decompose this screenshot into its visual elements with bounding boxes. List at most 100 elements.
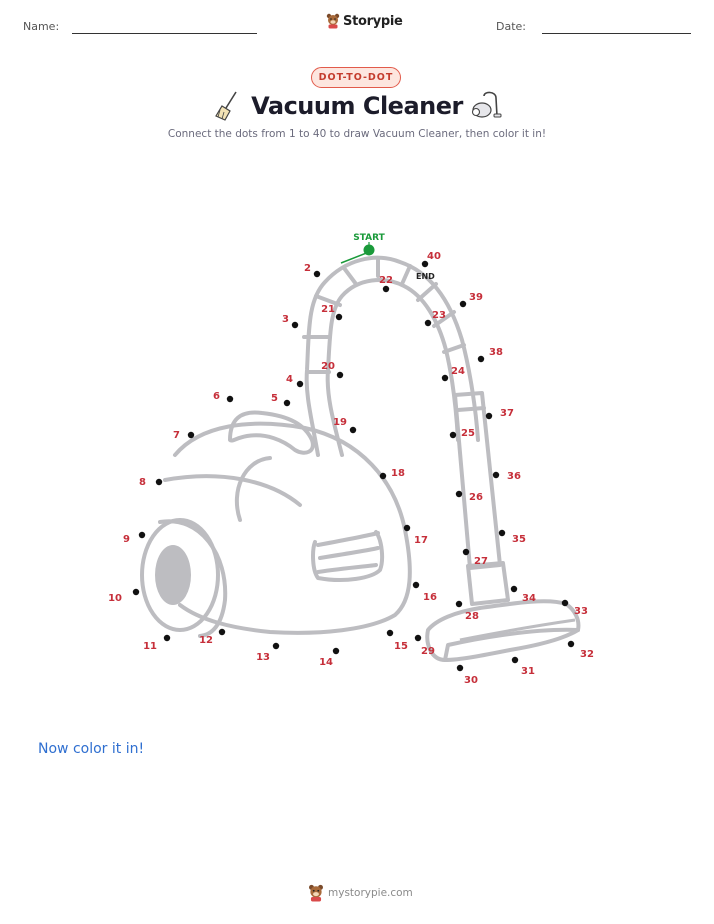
dot-37 <box>485 412 493 420</box>
footer-bear-icon <box>309 884 323 902</box>
end-label: END <box>416 272 435 281</box>
dot-label-30: 30 <box>464 675 478 686</box>
broom-icon <box>215 91 237 121</box>
dot-34 <box>510 585 518 593</box>
dot-33 <box>561 599 569 607</box>
dot-label-29: 29 <box>421 646 435 657</box>
date-line[interactable] <box>542 33 691 34</box>
dot-22 <box>382 285 390 293</box>
dot-13 <box>272 642 280 650</box>
dot-label-40: 40 <box>427 251 441 262</box>
dot-20 <box>336 371 344 379</box>
dot-15 <box>386 629 394 637</box>
activity-badge: DOT-TO-DOT <box>311 67 401 88</box>
color-prompt: Now color it in! <box>38 741 145 757</box>
dot-label-27: 27 <box>474 556 488 567</box>
dot-18 <box>379 472 387 480</box>
dot-7 <box>187 431 195 439</box>
dot-label-36: 36 <box>507 471 521 482</box>
dot-31 <box>511 656 519 664</box>
dot-9 <box>138 531 146 539</box>
dot-17 <box>403 524 411 532</box>
dot-label-37: 37 <box>500 408 514 419</box>
dot-28 <box>455 600 463 608</box>
page-subtitle: Connect the dots from 1 to 40 to draw Va… <box>167 128 547 140</box>
dot-label-16: 16 <box>423 592 437 603</box>
footer: mystorypie.com <box>308 884 413 902</box>
dot-label-12: 12 <box>199 635 213 646</box>
dot-16 <box>412 581 420 589</box>
dot-11 <box>163 634 171 642</box>
dot-label-14: 14 <box>319 657 333 668</box>
dot-label-22: 22 <box>379 275 393 286</box>
dot-23 <box>424 319 432 327</box>
dot-1 <box>363 244 375 256</box>
dot-5 <box>283 399 291 407</box>
dot-14 <box>332 647 340 655</box>
dot-39 <box>459 300 467 308</box>
dot-29 <box>414 634 422 642</box>
dot-label-5: 5 <box>271 393 278 404</box>
dot-27 <box>462 548 470 556</box>
dot-32 <box>567 640 575 648</box>
dot-30 <box>456 664 464 672</box>
vacuum-cleaner-icon <box>471 91 502 118</box>
dot-label-26: 26 <box>469 492 483 503</box>
dot-label-39: 39 <box>469 292 483 303</box>
dot-label-11: 11 <box>143 641 157 652</box>
dot-label-28: 28 <box>465 611 479 622</box>
name-line[interactable] <box>72 33 257 34</box>
dot-26 <box>455 490 463 498</box>
dot-label-4: 4 <box>286 374 293 385</box>
dot-label-18: 18 <box>391 468 405 479</box>
start-arrow <box>340 251 370 264</box>
dot-label-3: 3 <box>282 314 289 325</box>
footer-url[interactable]: mystorypie.com <box>328 887 413 899</box>
dot-label-23: 23 <box>432 310 446 321</box>
dot-label-6: 6 <box>213 391 220 402</box>
dot-label-19: 19 <box>333 417 347 428</box>
dot-label-7: 7 <box>173 430 180 441</box>
dot-label-8: 8 <box>139 477 146 488</box>
date-label: Date: <box>496 20 526 33</box>
brand-name: Storypie <box>343 13 403 29</box>
brand-logo: Storypie <box>326 13 403 29</box>
floor-head-line <box>459 618 576 642</box>
wheel-hub <box>155 545 191 605</box>
bear-logo-icon <box>326 13 340 29</box>
dot-label-10: 10 <box>108 593 122 604</box>
dot-10 <box>132 588 140 596</box>
dot-label-17: 17 <box>414 535 428 546</box>
dot-label-38: 38 <box>489 347 503 358</box>
dot-2 <box>313 270 321 278</box>
dot-label-32: 32 <box>580 649 594 660</box>
dot-label-31: 31 <box>521 666 535 677</box>
dot-38 <box>477 355 485 363</box>
dot-25 <box>449 431 457 439</box>
dot-label-34: 34 <box>522 593 536 604</box>
dot-label-25: 25 <box>461 428 475 439</box>
dot-label-20: 20 <box>321 361 335 372</box>
dot-label-2: 2 <box>304 263 311 274</box>
dot-label-33: 33 <box>574 606 588 617</box>
dot-6 <box>226 395 234 403</box>
start-label: START <box>353 233 385 243</box>
vacuum-outline <box>140 255 581 662</box>
dot-21 <box>335 313 343 321</box>
dot-label-24: 24 <box>451 366 465 377</box>
dot-35 <box>498 529 506 537</box>
dot-label-21: 21 <box>321 304 335 315</box>
dot-4 <box>296 380 304 388</box>
dot-19 <box>349 426 357 434</box>
dot-label-15: 15 <box>394 641 408 652</box>
dot-40 <box>421 260 429 268</box>
dot-36 <box>492 471 500 479</box>
dot-12 <box>218 628 226 636</box>
dot-label-13: 13 <box>256 652 270 663</box>
dot-24 <box>441 374 449 382</box>
dot-label-9: 9 <box>123 534 130 545</box>
dot-8 <box>155 478 163 486</box>
page-title: Vacuum Cleaner <box>251 92 463 120</box>
